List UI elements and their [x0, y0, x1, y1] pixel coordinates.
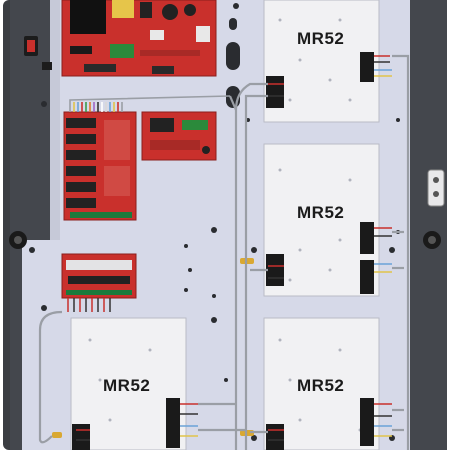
- fuse-holder: [42, 62, 52, 70]
- wiring-harness: [38, 54, 410, 450]
- module-label-2: MR52: [297, 203, 345, 222]
- rocker-switch-icon[interactable]: [24, 36, 38, 56]
- controller-board: [141, 111, 217, 161]
- plate-screws: [29, 3, 400, 441]
- distribution-wires: [67, 298, 111, 312]
- module-label-3: MR52: [103, 376, 151, 395]
- door-latch[interactable]: [427, 169, 445, 207]
- power-supply-board: [61, 0, 217, 77]
- module-label-4: MR52: [297, 376, 345, 395]
- terminal-wires: [76, 55, 392, 441]
- module-label-1: MR52: [297, 29, 345, 48]
- relay-board: [63, 111, 137, 221]
- back-plate-edge: [50, 0, 60, 240]
- ribbon-cables: [69, 95, 231, 112]
- distribution-board: [61, 253, 137, 299]
- right-rail: [410, 0, 447, 450]
